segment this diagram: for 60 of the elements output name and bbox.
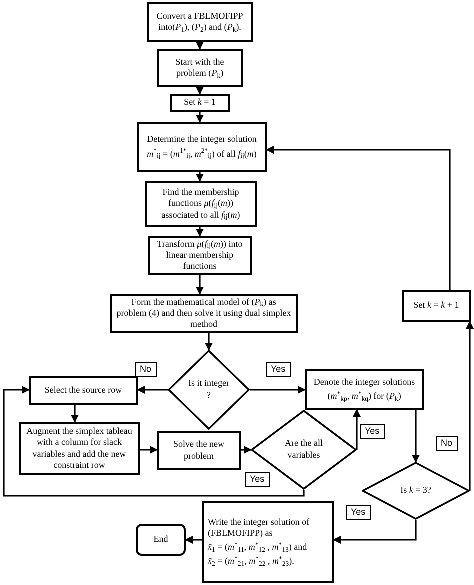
arrow — [250, 386, 306, 394]
arrow — [353, 409, 361, 450]
decision-text: Is it integer ? — [188, 378, 230, 402]
arrow — [71, 405, 79, 423]
edge-label: Yes — [245, 472, 270, 487]
process-text: (m$^{*}$$_{kp}$, m$^{*}$$_{kq}$) for (P$_{k}$) — [328, 391, 402, 402]
process-text: Denote the integer solutions — [314, 376, 416, 388]
process-box — [157, 431, 241, 470]
process-box — [305, 369, 424, 410]
edge-label: Yes — [266, 362, 291, 377]
edge-label: No — [135, 362, 157, 377]
process-text: End — [154, 534, 168, 546]
edge-label: Yes — [346, 505, 371, 520]
edge-label: Yes — [360, 424, 385, 439]
arrow — [266, 146, 451, 290]
process-text: Form the mathematical model of (P$_{k}$) as problem (4) and then solve it using dual simplex method — [116, 296, 292, 330]
process-text: m$^{*}$$_{ij}$ = (m$^{1*}$$_{ij}$, m$^{2*}$$_{ij}$) of all f$_{ij}$(m) — [147, 148, 257, 160]
process-text: Convert a FBLMOFIPP into(P$_{1}$), (P$_{2}$) and (P$_{k}$). — [156, 10, 244, 34]
process-box — [402, 290, 471, 322]
arrow — [333, 520, 417, 544]
arrow — [412, 410, 420, 463]
arrow — [185, 536, 202, 544]
arrow — [196, 87, 204, 95]
process-box — [148, 236, 252, 275]
process-box — [29, 376, 138, 405]
arrow — [196, 42, 204, 50]
process-text: Set k = k + 1 — [414, 300, 460, 312]
arrow — [196, 112, 204, 123]
arrow — [196, 227, 204, 237]
process-box — [145, 181, 257, 227]
arrow — [140, 446, 158, 454]
decision-text: Are the all variables — [284, 438, 324, 462]
arrow — [466, 321, 474, 491]
process-text: Start with the problem (P$_{k}$) — [174, 56, 226, 80]
process-text: Select the source row — [44, 384, 122, 396]
edge-label: No — [436, 436, 458, 451]
arrow — [241, 446, 252, 454]
process-box — [147, 2, 253, 42]
process-box — [157, 49, 243, 87]
arrow — [3, 386, 305, 497]
arrow — [137, 386, 168, 394]
arrow — [196, 275, 204, 295]
process-text: Augment the simplex tableau with a column for slack variables and add the new constraint row — [26, 426, 134, 471]
process-text: x̃$_{1}$ = (m$^{*}$$_{11}$, m$^{*}$$_{12}$ , m$^{*}$$_{13}$) and — [208, 542, 308, 554]
process-box — [137, 122, 267, 172]
process-text: Write the integer solution of (FBLMOFIPP) as — [208, 516, 311, 539]
process-text: Solve the new problem — [172, 439, 226, 462]
arrow — [205, 333, 213, 351]
process-box — [19, 422, 140, 475]
terminal-box — [136, 524, 186, 556]
decision-text: Is k = 3? — [400, 485, 432, 497]
process-text: Transform μ(f$_{ij}$(m)) into linear membership functions — [156, 238, 244, 272]
process-text: Find the membership functions μ(f$_{ij}$(m)) associated to all f$_{ij}$(m) — [160, 187, 242, 221]
process-box — [170, 94, 230, 112]
process-text: Determine the integer solution — [147, 134, 257, 146]
process-box — [202, 501, 334, 583]
arrow — [196, 172, 204, 182]
process-text: Set k = 1 — [184, 97, 216, 109]
process-box — [110, 294, 298, 333]
process-text: x̃$_{2}$ = (m$^{*}$$_{21}$, m$^{*}$$_{22}$ , m$^{*}$$_{23}$). — [208, 556, 294, 568]
